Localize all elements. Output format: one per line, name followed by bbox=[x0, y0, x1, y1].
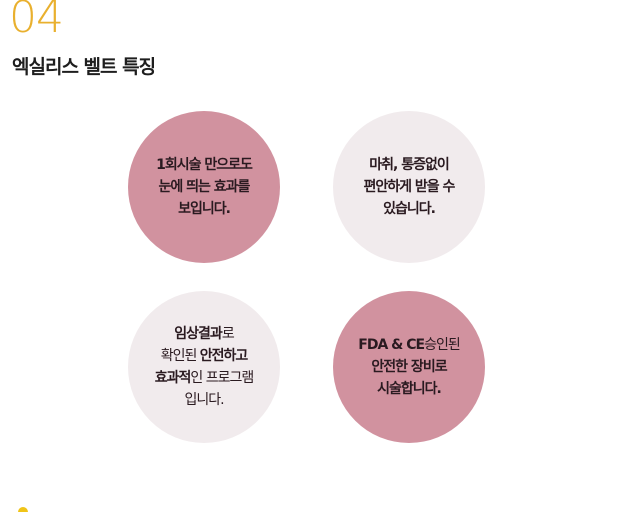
feature-text-run: 로 bbox=[221, 326, 235, 342]
section-number: 04 bbox=[9, 0, 64, 43]
feature-line: 입니다. bbox=[155, 389, 254, 411]
feature-text-run: 있습니다. bbox=[383, 201, 436, 217]
feature-text-run: 입니다. bbox=[184, 392, 224, 408]
feature-text-run: 1회시술 만으로도 bbox=[156, 157, 253, 173]
feature-line: 안전한 장비로 bbox=[358, 356, 459, 378]
feature-line: 눈에 띄는 효과를 bbox=[156, 176, 252, 198]
feature-line: 시술합니다. bbox=[358, 378, 459, 400]
feature-line: 마취, 통증없이 bbox=[364, 154, 455, 176]
feature-line: FDA & CE승인된 bbox=[358, 334, 461, 356]
next-section-dot bbox=[18, 507, 28, 512]
feature-line: 보입니다. bbox=[156, 198, 252, 220]
feature-line: 효과적인 프로그램 bbox=[155, 367, 254, 389]
feature-line: 있습니다. bbox=[364, 198, 455, 220]
feature-text-run: FDA & CE bbox=[358, 337, 425, 353]
feature-text-run: 마취, 통증없이 bbox=[369, 157, 449, 173]
feature-text-run: 보입니다. bbox=[178, 201, 231, 217]
feature-text-run: 시술합니다. bbox=[377, 381, 442, 397]
feature-line: 임상결과로 bbox=[155, 323, 254, 345]
feature-text-run: 효과적 bbox=[154, 370, 192, 386]
feature-text-run: 편안하게 받을 수 bbox=[363, 179, 456, 195]
feature-text-run: 눈에 띄는 효과를 bbox=[158, 179, 251, 195]
feature-text-run: 인 프로그램 bbox=[190, 370, 254, 386]
feature-line: 편안하게 받을 수 bbox=[363, 176, 456, 198]
feature-line: 확인된 안전하고 bbox=[155, 345, 254, 367]
feature-line: 1회시술 만으로도 bbox=[156, 154, 253, 176]
feature-text-run: 안전하고 bbox=[199, 348, 249, 364]
section-title: 엑실리스 벨트 특징 bbox=[12, 56, 156, 78]
feature-text-run: 승인된 bbox=[424, 337, 461, 353]
feature-text-run: 안전한 장비로 bbox=[371, 359, 447, 375]
feature-text-run: 확인된 bbox=[160, 348, 200, 364]
feature-text-run: 임상결과 bbox=[174, 326, 223, 342]
